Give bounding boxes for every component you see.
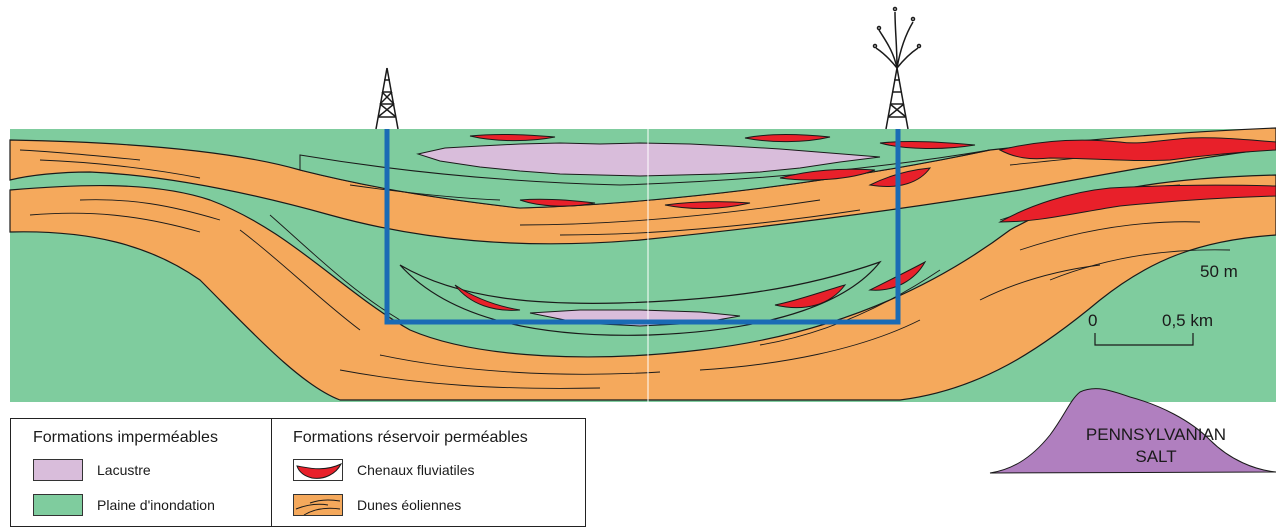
scale-km-label: 0,5 km [1162,311,1213,330]
legend-item-lacustrine: Lacustre [33,459,151,481]
dune-swatch-icon [295,499,341,515]
legend-permeable: Formations réservoir perméables Chenaux … [271,419,585,526]
channel-swatch-icon [296,462,342,479]
salt-dome [989,388,1276,474]
floodplain-lens [399,260,882,336]
legend-label-dunes: Dunes éoliennes [357,497,462,513]
salt-label-line1: PENNSYLVANIAN [1086,425,1226,444]
channels-swatch [293,459,343,481]
vertical-scale-label: 50 m [1200,262,1238,281]
dunes-swatch [293,494,343,516]
legend-label-floodplain: Plaine d'inondation [97,497,215,513]
legend-impermeable-title: Formations imperméables [33,429,218,446]
legend-permeable-title: Formations réservoir perméables [293,429,528,446]
legend-item-floodplain: Plaine d'inondation [33,494,215,516]
floodplain-swatch [33,494,83,516]
gushing-derrick-icon [872,6,922,130]
salt-label-line2: SALT [1135,447,1176,466]
legend-label-channels: Chenaux fluviatiles [357,462,475,478]
scale-bar [1094,333,1194,346]
legend-impermeable: Formations imperméables Lacustre Plaine … [11,419,272,526]
legend-item-dunes: Dunes éoliennes [293,494,461,516]
legend-item-channels: Chenaux fluviatiles [293,459,475,481]
scale-zero-label: 0 [1088,311,1097,330]
fluvial-channels [454,133,1276,311]
reservoir-box [384,129,901,325]
lacustrine-lens-upper [416,142,881,177]
derrick-icon [375,67,399,130]
legend: Formations imperméables Lacustre Plaine … [10,418,586,527]
legend-label-lacustrine: Lacustre [97,462,151,478]
upper-floodplain-band [299,149,991,209]
lacustrine-swatch [33,459,83,481]
